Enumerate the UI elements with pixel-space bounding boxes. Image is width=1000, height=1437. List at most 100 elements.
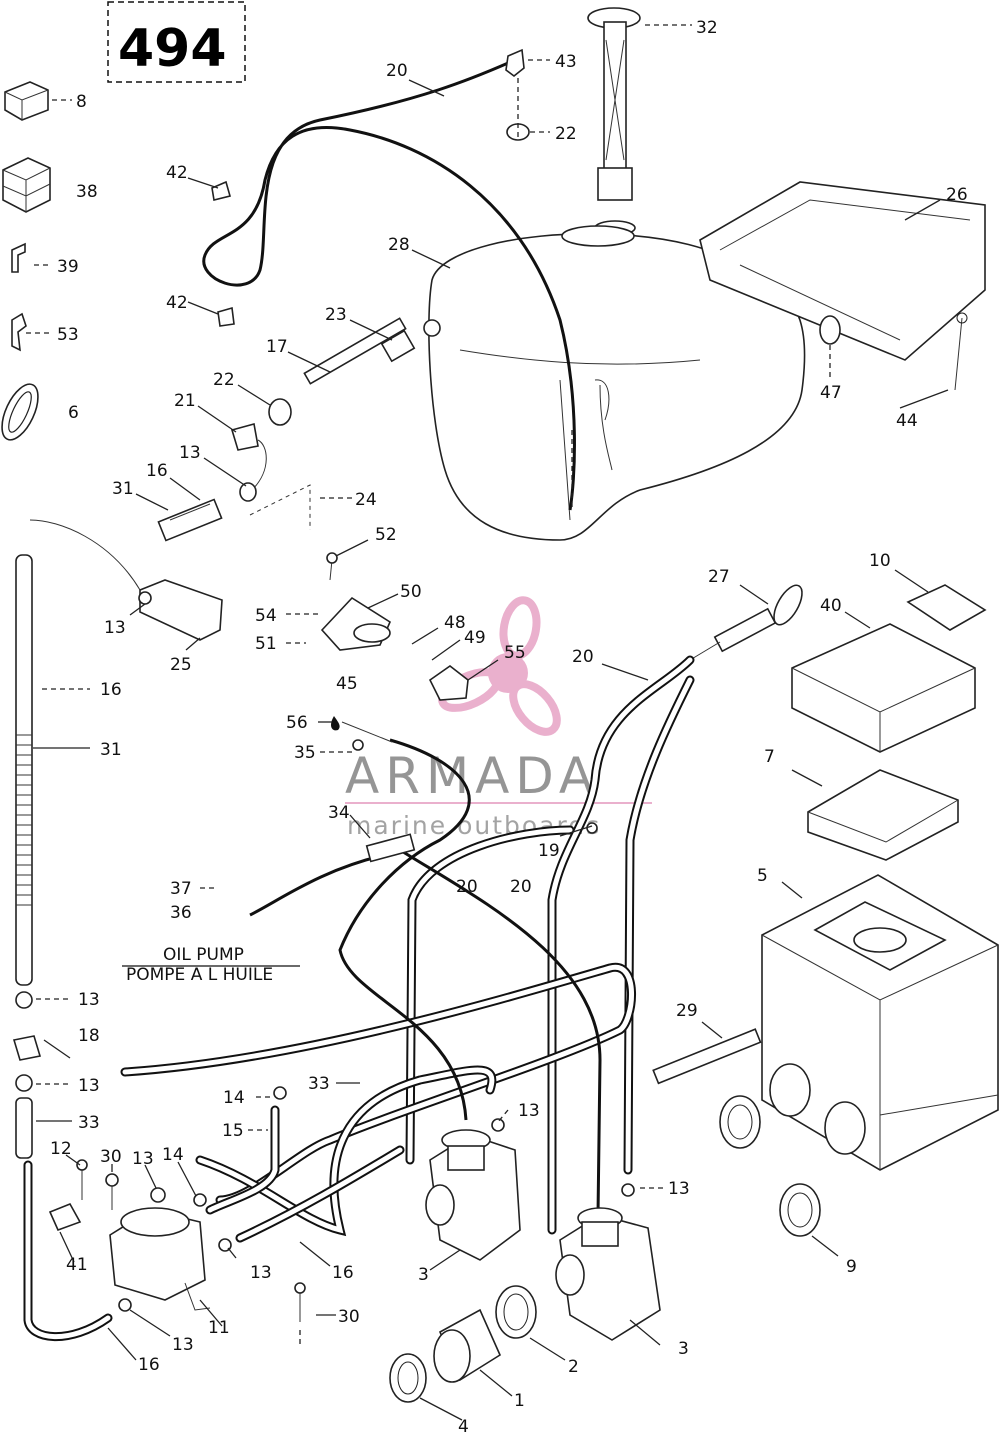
carburetor-3-left xyxy=(425,1129,521,1261)
grommet-55 xyxy=(428,665,469,701)
callout-label: 10 xyxy=(869,551,891,571)
callout-label: 36 xyxy=(170,903,192,923)
callout-label: 2 xyxy=(568,1357,579,1377)
callout-label: 7 xyxy=(764,747,775,767)
callout-label: 14 xyxy=(162,1145,184,1165)
callout-label: 18 xyxy=(78,1026,100,1046)
callout-label: 32 xyxy=(696,18,718,38)
callout-label: 13 xyxy=(250,1263,272,1283)
callout-label: 53 xyxy=(57,325,79,345)
primer-pump xyxy=(320,552,392,651)
callout-label: 1 xyxy=(514,1391,525,1411)
callout-label: 51 xyxy=(255,634,277,654)
airbox-5 xyxy=(761,874,999,1171)
hose-network xyxy=(23,655,695,1342)
callout-labels: 8 38 39 53 6 20 43 22 32 42 26 28 42 23 … xyxy=(50,18,968,1437)
clamp-4 xyxy=(389,1353,427,1403)
callout-label: 44 xyxy=(896,411,918,431)
callout-label: 33 xyxy=(78,1113,100,1133)
callout-label: 47 xyxy=(820,383,842,403)
foam-7 xyxy=(807,769,959,861)
callout-label: 22 xyxy=(555,124,577,144)
callout-label: 16 xyxy=(146,461,168,481)
callout-label: 37 xyxy=(170,879,192,899)
carburetor-3-right xyxy=(555,1207,661,1341)
callout-label: 29 xyxy=(676,1001,698,1021)
callout-label: 3 xyxy=(678,1339,689,1359)
connector-38 xyxy=(2,157,51,213)
callout-label: 49 xyxy=(464,628,486,648)
callout-label: 19 xyxy=(538,841,560,861)
callout-label: 35 xyxy=(294,743,316,763)
callout-label: 9 xyxy=(846,1257,857,1277)
choke-knob-27 xyxy=(689,584,803,661)
callout-label: 30 xyxy=(100,1147,122,1167)
page-number: 494 xyxy=(118,19,227,79)
callout-label: 15 xyxy=(222,1121,244,1141)
callout-label: 33 xyxy=(308,1074,330,1094)
clip-39 xyxy=(11,242,26,273)
callout-label: 13 xyxy=(179,443,201,463)
oil-pump-caption-en: OIL PUMP xyxy=(163,945,244,965)
fuel-line-16-vertical xyxy=(12,554,42,1159)
callout-label: 56 xyxy=(286,713,308,733)
callout-label: 30 xyxy=(338,1307,360,1327)
leader-lines xyxy=(26,24,949,1421)
callout-label: 23 xyxy=(325,305,347,325)
callout-label: 42 xyxy=(166,163,188,183)
armada-logo: ARMADA marine outboards xyxy=(345,596,652,840)
callout-label: 6 xyxy=(68,403,79,423)
callout-label: 4 xyxy=(458,1417,469,1437)
valve-assembly xyxy=(230,317,416,491)
spring-44 xyxy=(954,312,968,391)
callout-label: 16 xyxy=(332,1263,354,1283)
adaptor-9-b xyxy=(779,1183,821,1237)
callout-label: 16 xyxy=(100,680,122,700)
oil-pump-caption-fr: POMPE A L HUILE xyxy=(126,965,273,985)
oil-pump-cables xyxy=(249,738,602,1216)
callout-label: 52 xyxy=(375,525,397,545)
callout-label: 20 xyxy=(456,877,478,897)
callout-label: 50 xyxy=(400,582,422,602)
callout-label: 11 xyxy=(208,1318,230,1338)
callout-label: 24 xyxy=(355,490,377,510)
callout-label: 13 xyxy=(172,1335,194,1355)
callout-label: 34 xyxy=(328,803,350,823)
strap-6 xyxy=(1,383,39,441)
callout-label: 48 xyxy=(444,613,466,633)
callout-label: 21 xyxy=(174,391,196,411)
callout-label: 8 xyxy=(76,92,87,112)
clip-42-b xyxy=(217,306,235,327)
adaptor-9-a xyxy=(719,1095,761,1149)
callout-label: 13 xyxy=(132,1149,154,1169)
callout-label: 40 xyxy=(820,596,842,616)
callout-label: 13 xyxy=(668,1179,690,1199)
callout-label: 27 xyxy=(708,567,730,587)
strap-29 xyxy=(652,1028,762,1085)
fitting-43 xyxy=(505,48,525,78)
fuel-pump xyxy=(48,1202,211,1311)
callout-label: 17 xyxy=(266,337,288,357)
callout-label: 26 xyxy=(946,185,968,205)
brand-tagline: marine outboards xyxy=(347,811,601,840)
screw-30-b xyxy=(294,1282,306,1322)
callout-label: 31 xyxy=(112,479,134,499)
callout-label: 42 xyxy=(166,293,188,313)
callout-label: 20 xyxy=(386,61,408,81)
drop-56 xyxy=(331,716,393,743)
callout-label: 20 xyxy=(572,647,594,667)
callout-label: 28 xyxy=(388,235,410,255)
connector-8 xyxy=(4,81,49,121)
screw-12 xyxy=(76,1159,88,1200)
callout-label: 25 xyxy=(170,655,192,675)
clip-53 xyxy=(11,312,27,352)
callout-label: 13 xyxy=(78,990,100,1010)
callout-label: 20 xyxy=(510,877,532,897)
callout-label: 22 xyxy=(213,370,235,390)
callout-label: 12 xyxy=(50,1139,72,1159)
callout-label: 55 xyxy=(504,643,526,663)
callout-label: 54 xyxy=(255,606,277,626)
callout-label: 13 xyxy=(78,1076,100,1096)
propeller-icon xyxy=(438,596,561,736)
